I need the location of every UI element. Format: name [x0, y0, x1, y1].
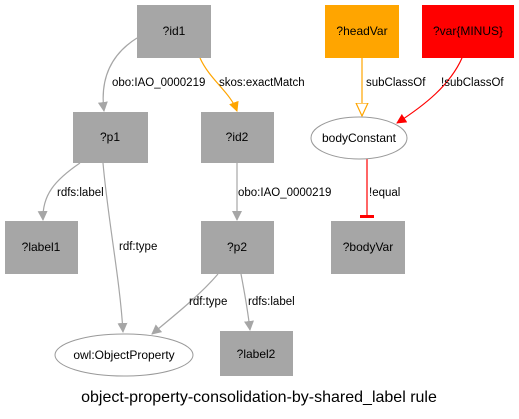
node-label1[interactable]: ?label1 — [5, 221, 78, 274]
node-label2[interactable]: ?label2 — [220, 331, 293, 376]
node-bodyvar-label: ?bodyVar — [343, 240, 393, 254]
edge-label-p2-label2: rdfs:label — [248, 296, 295, 308]
node-owl-objectproperty[interactable]: owl:ObjectProperty — [54, 333, 194, 377]
edge-label-minus-bodyconstant: !subClassOf — [441, 77, 504, 89]
node-p2[interactable]: ?p2 — [201, 221, 274, 274]
edge-p2-owl — [151, 273, 219, 335]
edge-label-id2-p2: obo:IAO_0000219 — [238, 187, 331, 199]
node-id1-label: ?id1 — [163, 24, 186, 38]
edges: obo:IAO_0000219 skos:exactMatch rdfs:lab… — [37, 37, 504, 335]
edge-p1-label1 — [37, 162, 81, 221]
node-label1-label: ?label1 — [22, 240, 61, 254]
node-id1[interactable]: ?id1 — [137, 5, 211, 58]
edge-label-id1-id2: skos:exactMatch — [219, 77, 305, 89]
edge-label-p2-owl: rdf:type — [189, 296, 227, 308]
edge-label-p1-label1: rdfs:label — [57, 187, 104, 199]
edge-id1-id2 — [199, 57, 239, 112]
node-bodyconstant-label: bodyConstant — [322, 131, 397, 145]
edge-id1-p1 — [97, 37, 138, 112]
node-id2-label: ?id2 — [226, 130, 249, 144]
node-var-minus[interactable]: ?var{MINUS} — [422, 5, 514, 58]
node-p1[interactable]: ?p1 — [73, 112, 148, 163]
node-var-minus-label: ?var{MINUS} — [433, 24, 503, 38]
node-bodyvar[interactable]: ?bodyVar — [331, 221, 405, 274]
edge-label-id1-p1: obo:IAO_0000219 — [112, 77, 205, 89]
node-p1-label: ?p1 — [100, 130, 120, 144]
node-bodyconstant[interactable]: bodyConstant — [310, 116, 408, 160]
edge-minus-bodyconstant — [396, 57, 463, 124]
nodes: ?id1 ?p1 ?id2 ?label1 ?p2 owl:ObjectProp… — [5, 5, 514, 377]
node-label2-label: ?label2 — [237, 347, 276, 361]
edge-label-bodyconstant-bodyvar: !equal — [369, 187, 400, 199]
node-owl-objectproperty-label: owl:ObjectProperty — [73, 348, 174, 362]
edge-label-headvar-bodyconstant: subClassOf — [366, 77, 426, 89]
node-p2-label: ?p2 — [227, 240, 247, 254]
edge-p2-label2 — [240, 273, 254, 331]
node-id2[interactable]: ?id2 — [201, 112, 274, 163]
edge-label-p1-owl: rdf:type — [119, 241, 157, 253]
node-headvar[interactable]: ?headVar — [325, 5, 399, 58]
node-headvar-label: ?headVar — [336, 24, 387, 38]
edge-p1-owl — [102, 162, 128, 333]
diagram-caption: object-property-consolidation-by-shared_… — [81, 389, 437, 406]
